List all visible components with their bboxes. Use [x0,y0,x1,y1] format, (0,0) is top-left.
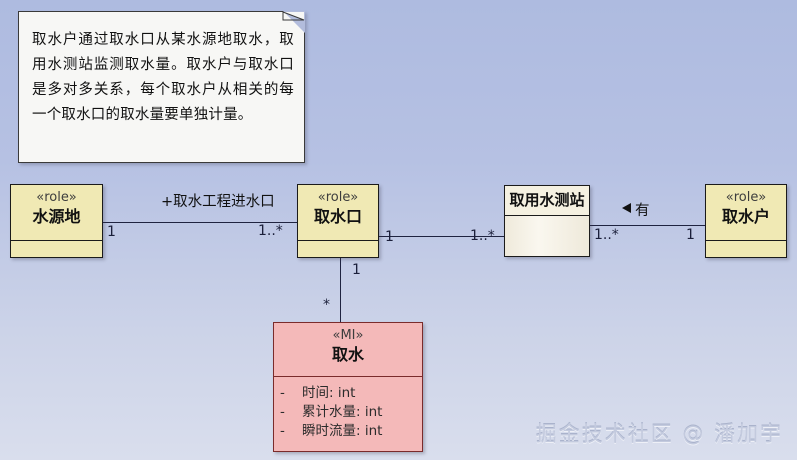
class-attributes-quyongshuicezhan [505,216,589,256]
class-attribute-row: - 累计水量: int [274,403,422,422]
class-header-qushuihu: «role» 取水户 [706,185,786,241]
watermark: 掘金技术社区 @ 潘加宇 [535,422,783,446]
class-name: 取水户 [721,207,770,226]
association-line-4[interactable] [340,258,341,322]
attribute-visibility: - [280,385,285,401]
association-3-target-multiplicity: 1 [686,227,695,243]
association-2-source-multiplicity: 1 [385,229,394,245]
class-attributes-qushuihu [706,241,786,257]
attribute-visibility: - [280,404,285,420]
class-header-qushui: «MI» 取水 [274,323,422,377]
class-header-qushuikou: «role» 取水口 [298,185,378,241]
attribute-visibility: - [280,423,285,439]
class-stereotype: «role» [36,190,77,205]
association-2-target-multiplicity: 1..* [470,228,495,244]
class-stereotype: «role» [317,190,359,205]
association-line-3[interactable] [589,225,705,226]
navigation-left-triangle-icon [622,203,631,213]
class-attributes-qushui: - 时间: int - 累计水量: int - 瞬时流量: int [274,377,422,441]
uml-note[interactable]: 取水户通过取水口从某水源地取水，取用水测站监测取水量。取水户与取水口是多对多关系… [18,11,305,163]
uml-note-text: 取水户通过取水口从某水源地取水，取用水测站监测取水量。取水户与取水口是多对多关系… [32,32,294,123]
class-header-shuiyuandi: «role» 水源地 [11,185,102,241]
association-1-role-label: +取水工程进水口 [161,194,275,210]
class-box-shuiyuandi[interactable]: «role» 水源地 [10,184,103,258]
class-stereotype: «role» [725,190,767,205]
association-1-target-multiplicity: 1..* [258,223,283,239]
class-attribute-row: - 瞬时流量: int [274,422,422,441]
class-stereotype: «MI» [332,328,364,343]
class-attributes-shuiyuandi [11,241,102,257]
association-1-source-multiplicity: 1 [107,224,116,240]
association-4-target-multiplicity: * [323,297,330,313]
class-box-quyongshuicezhan[interactable]: 取用水测站 [504,185,590,257]
class-attribute-row: - 时间: int [274,384,422,403]
class-name: 取用水测站 [509,191,585,209]
association-line-2[interactable] [378,236,505,237]
note-fold-line-icon [282,11,305,21]
class-name: 取水口 [313,207,362,226]
class-box-qushui[interactable]: «MI» 取水 - 时间: int - 累计水量: int - 瞬时流量: int [273,322,423,452]
attribute-text: 时间: int [302,385,356,401]
class-attributes-qushuikou [298,241,378,257]
association-3-role-label: 有 [635,203,650,219]
class-box-qushuikou[interactable]: «role» 取水口 [297,184,379,258]
association-3-source-multiplicity: 1..* [594,227,619,243]
association-line-1[interactable] [103,222,303,223]
class-header-quyongshuicezhan: 取用水测站 [505,186,589,216]
class-name: 水源地 [32,207,81,226]
class-name: 取水 [331,345,364,364]
class-box-qushuihu[interactable]: «role» 取水户 [705,184,787,258]
attribute-text: 瞬时流量: int [302,423,383,439]
attribute-text: 累计水量: int [302,404,383,420]
association-4-source-multiplicity: 1 [352,262,361,278]
